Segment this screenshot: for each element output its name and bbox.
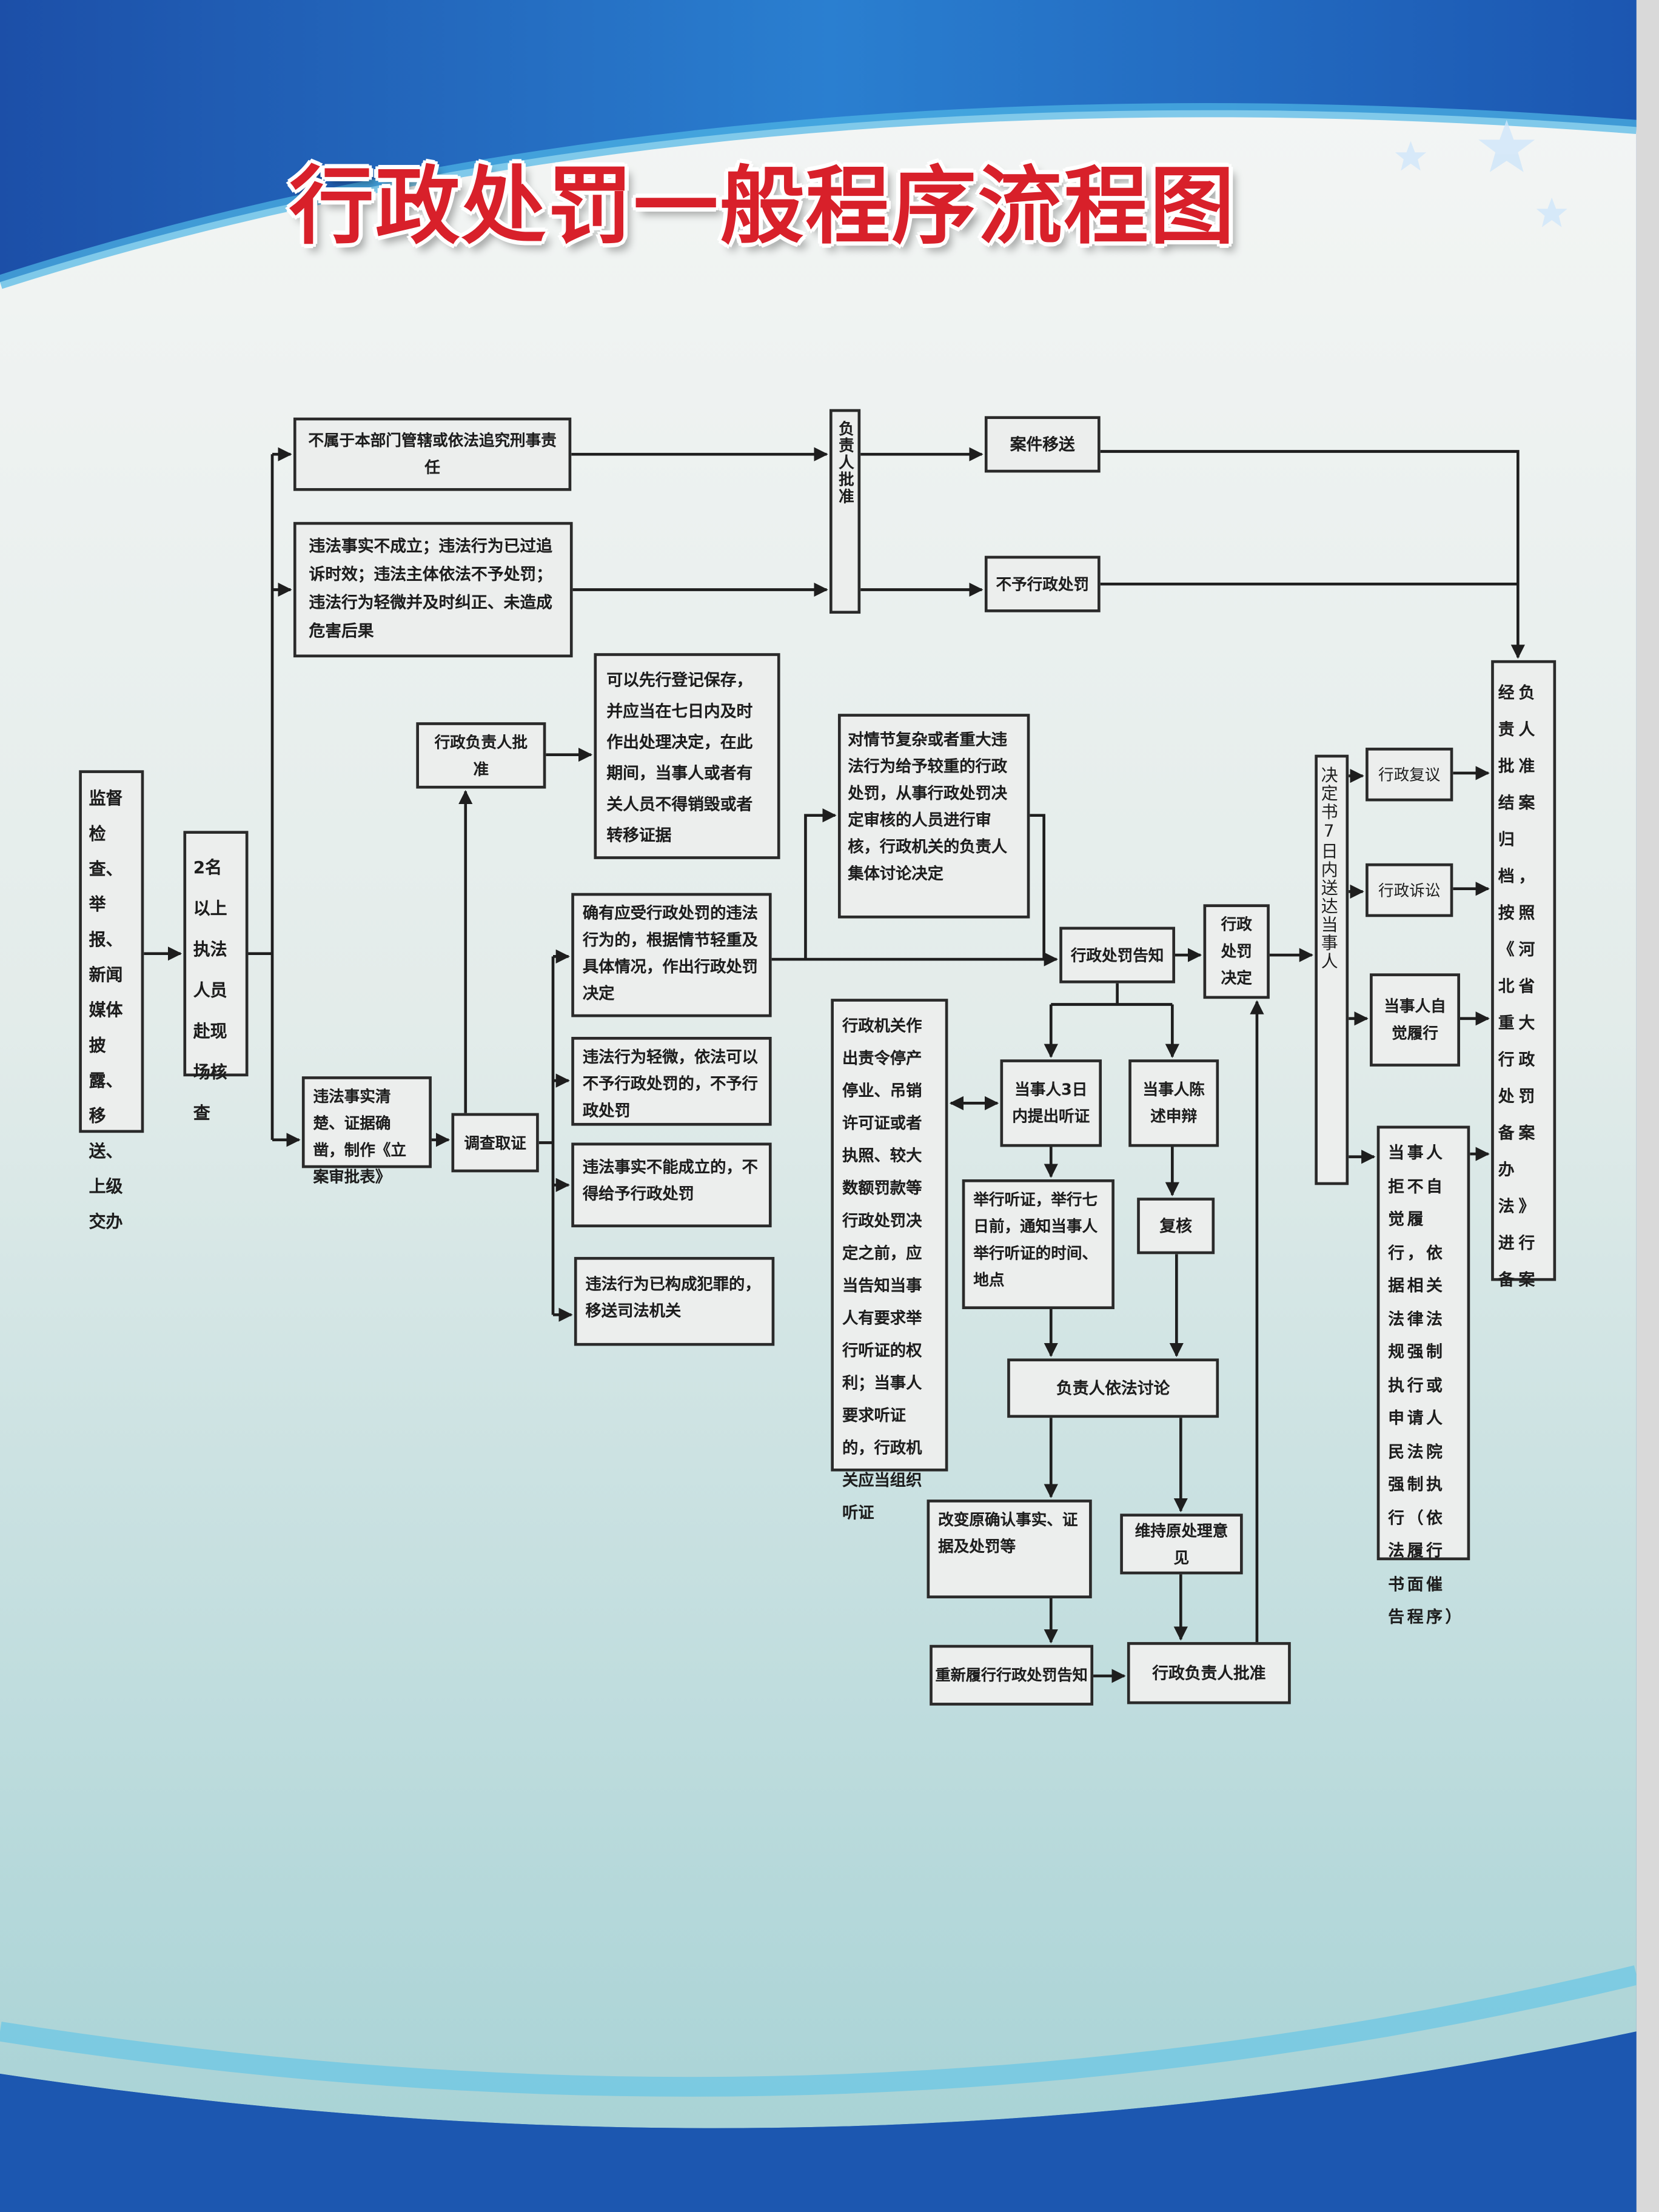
node-penalty-decision: 行政处罚决定 — [1203, 904, 1270, 999]
node-statement-defense: 当事人陈述申辩 — [1128, 1059, 1219, 1147]
node-enforcement: 当事人拒不自觉履行，依据相关法律法规强制执行或申请人民法院强制执行（依法履行书面… — [1376, 1125, 1470, 1626]
node-should-penalize: 确有应受行政处罚的违法行为的，根据情节轻重及具体情况，作出行政处罚决定 — [571, 893, 772, 1017]
node-hearing-request: 当事人3日内提出听证 — [1000, 1059, 1102, 1147]
node-not-jurisdiction: 不属于本部门管辖或依法追究刑事责任 — [293, 417, 572, 491]
node-no-admin-penalty: 不予行政处罚 — [984, 555, 1101, 612]
page-title: 行政处罚一般程序流程图 — [289, 158, 1236, 257]
node-leader-approve-vertical: 负责人批准 — [829, 409, 861, 614]
node-voluntary-performance: 当事人自觉履行 — [1370, 973, 1460, 1067]
node-case-transfer: 案件移送 — [984, 416, 1101, 473]
node-crime-transfer: 违法行为已构成犯罪的，移送司法机关 — [574, 1256, 775, 1346]
node-complex-case: 对情节复杂或者重大违法行为给予较重的行政处罚，从事行政处罚决定审核的人员进行审核… — [837, 714, 1030, 919]
node-maintain-original: 维持原处理意见 — [1120, 1513, 1243, 1575]
node-evidence-preserve: 可以先行登记保存，并应当在七日内及时作出处理决定，在此期间，当事人或者有关人员不… — [594, 653, 780, 859]
node-leader-discuss: 负责人依法讨论 — [1007, 1358, 1219, 1418]
node-no-penalty-cases: 违法事实不成立；违法行为已过追诉时效；违法主体依法不予处罚；违法行为轻微并及时纠… — [293, 521, 573, 658]
node-admin-leader-approve-2: 行政负责人批准 — [1127, 1642, 1291, 1704]
node-hold-hearing: 举行听证，举行七日前，通知当事人举行听证的时间、地点 — [962, 1179, 1114, 1310]
node-facts-clear: 违法事实清楚、证据确凿，制作《立案审批表》 — [301, 1076, 432, 1187]
node-change-original: 改变原确认事实、证据及处罚等 — [927, 1500, 1092, 1598]
node-facts-not-established: 违法事实不能成立的，不得给予行政处罚 — [571, 1142, 772, 1228]
node-penalty-notice: 行政处罚告知 — [1059, 927, 1175, 984]
star-decoration-icon — [1395, 119, 1567, 227]
node-investigate: 调查取证 — [451, 1113, 539, 1173]
node-onsite-check: 2名以上执法人员赴现场核查 — [183, 831, 249, 1123]
node-review: 复核 — [1137, 1198, 1215, 1255]
node-close-archive: 经负责人批准结案归档，按照《河北省重大行政处罚备案办法》进行备案 — [1491, 660, 1557, 1289]
node-source: 监督检查、举报、新闻媒体披露、移送、上级交办 — [79, 770, 144, 1232]
node-admin-litigation: 行政诉讼 — [1366, 863, 1453, 917]
node-hearing-rights: 行政机关作出责令停产停业、吊销许可证或者执照、较大数额罚款等行政处罚决定之前，应… — [831, 999, 948, 1522]
node-admin-reconsideration: 行政复议 — [1366, 748, 1453, 802]
node-renotice: 重新履行行政处罚告知 — [930, 1644, 1094, 1706]
node-minor-no-penalty: 违法行为轻微，依法可以不予行政处罚的，不予行政处罚 — [571, 1036, 772, 1126]
node-decision-delivery: 决定书7日内送达当事人 — [1315, 754, 1349, 1185]
node-admin-leader-approve: 行政负责人批准 — [416, 722, 546, 789]
